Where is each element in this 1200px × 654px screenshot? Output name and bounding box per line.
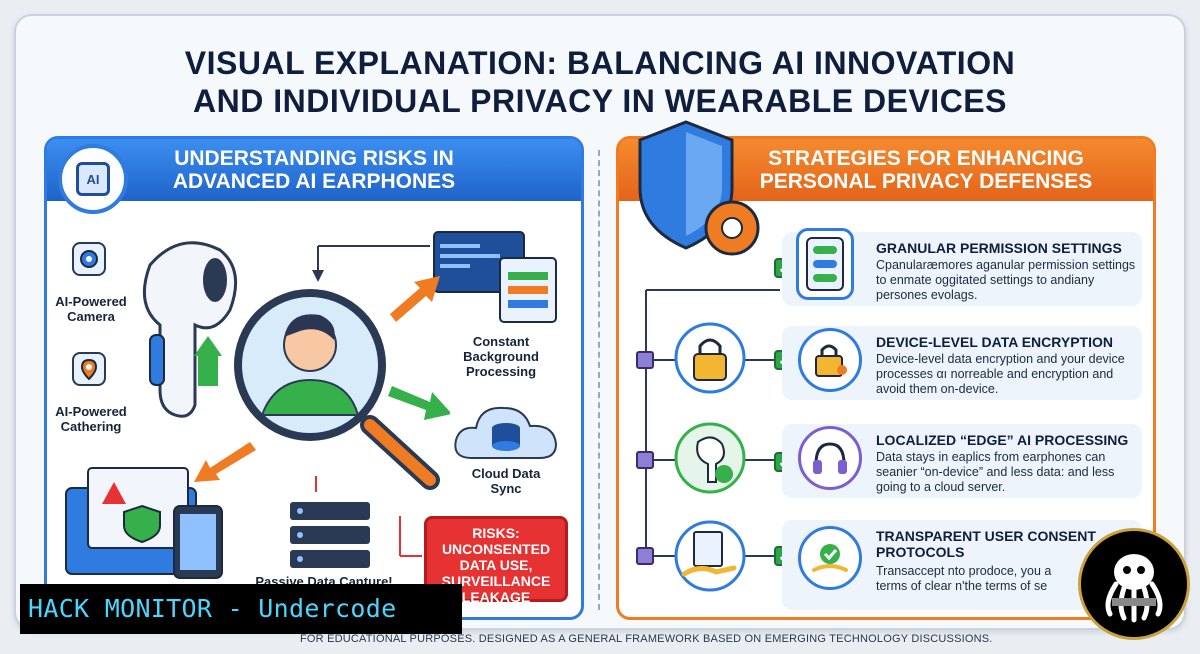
server-stack-icon xyxy=(290,502,370,568)
camera-label: AI-Powered Camera xyxy=(55,294,127,324)
connector-node xyxy=(636,451,654,469)
page-title: VISUAL EXPLANATION: BALANCING AI INNOVAT… xyxy=(100,44,1100,120)
octopus-logo-icon xyxy=(1078,528,1190,640)
strategy-card-permissions: GRANULAR PERMISSION SETTINGS Cpanularæmo… xyxy=(782,228,1142,306)
hack-monitor-watermark: HACK MONITOR - Undercode xyxy=(20,584,462,634)
footer-disclaimer: FOR EDUCATIONAL PURPOSES. DESIGNED AS A … xyxy=(300,633,993,645)
camera-icon xyxy=(72,242,106,276)
ai-chip-icon: AI xyxy=(58,144,128,214)
strategy-title: DEVICE-LEVEL DATA ENCRYPTION xyxy=(876,334,1113,350)
panel-divider xyxy=(598,150,600,610)
cloud-sync-icon xyxy=(454,406,558,459)
hand-check-icon xyxy=(798,526,862,590)
strategy-title: TRANSPARENT USER CONSENT PROTOCOLS xyxy=(876,528,1096,560)
strategy-card-encryption: DEVICE-LEVEL DATA ENCRYPTION Device-leve… xyxy=(782,326,1142,400)
title-line-2: AND INDIVIDUAL PRIVACY IN WEARABLE DEVIC… xyxy=(193,83,1007,119)
connector-node xyxy=(636,547,654,565)
earphone-illustration xyxy=(142,241,238,418)
location-pin-icon xyxy=(72,352,106,386)
risks-heading-line-1: UNDERSTANDING RISKS IN xyxy=(174,147,454,170)
title-line-1: VISUAL EXPLANATION: BALANCING AI INNOVAT… xyxy=(184,45,1016,81)
lock-key-icon xyxy=(798,328,862,392)
lock-circuit-icon xyxy=(674,322,746,394)
strategy-card-edge-processing: LOCALIZED “EDGE” AI PROCESSING Data stay… xyxy=(782,424,1142,498)
flow-arrows xyxy=(194,245,450,557)
ai-chip-label: AI xyxy=(76,162,110,196)
octopus-icon xyxy=(1105,554,1163,623)
strategies-heading-line-2: PERSONAL PRIVACY DEFENSES xyxy=(759,170,1093,193)
risks-callout: RISKS: UNCONSENTED DATA USE, SURVEILLANC… xyxy=(424,516,568,605)
document-hand-icon xyxy=(674,520,746,592)
gathering-label: AI-Powered Cathering xyxy=(55,404,127,434)
earbud-check-icon xyxy=(674,422,746,494)
strategies-heading-line-1: STRATEGIES FOR ENHANCING xyxy=(768,147,1084,170)
toggle-phone-icon xyxy=(796,228,854,300)
strategy-desc: Cpanularæmores aganular permission setti… xyxy=(876,258,1136,302)
headphones-icon xyxy=(798,426,862,490)
laptop-warning-illustration xyxy=(65,467,223,579)
strategy-title: GRANULAR PERMISSION SETTINGS xyxy=(876,240,1122,256)
code-windows-icon xyxy=(433,231,557,323)
strategy-title: LOCALIZED “EDGE” AI PROCESSING xyxy=(876,432,1129,448)
risks-heading-line-2: ADVANCED AI EARPHONES xyxy=(172,170,456,193)
shield-gear-icon xyxy=(638,120,760,256)
connector-node xyxy=(636,351,654,369)
cloud-label: Cloud Data Sync xyxy=(471,466,541,496)
risks-panel-heading: UNDERSTANDING RISKS IN ADVANCED AI EARPH… xyxy=(47,139,581,201)
processing-label: Constant Background Processing xyxy=(463,334,539,379)
strategy-desc: Transaccept nto prodoce, you a terms of … xyxy=(876,564,1052,593)
strategy-desc: Data stays in eaplics from earphones can… xyxy=(876,450,1115,494)
strategy-desc: Device-level data encryption and your de… xyxy=(876,352,1125,396)
magnifier-illustration xyxy=(234,289,440,490)
